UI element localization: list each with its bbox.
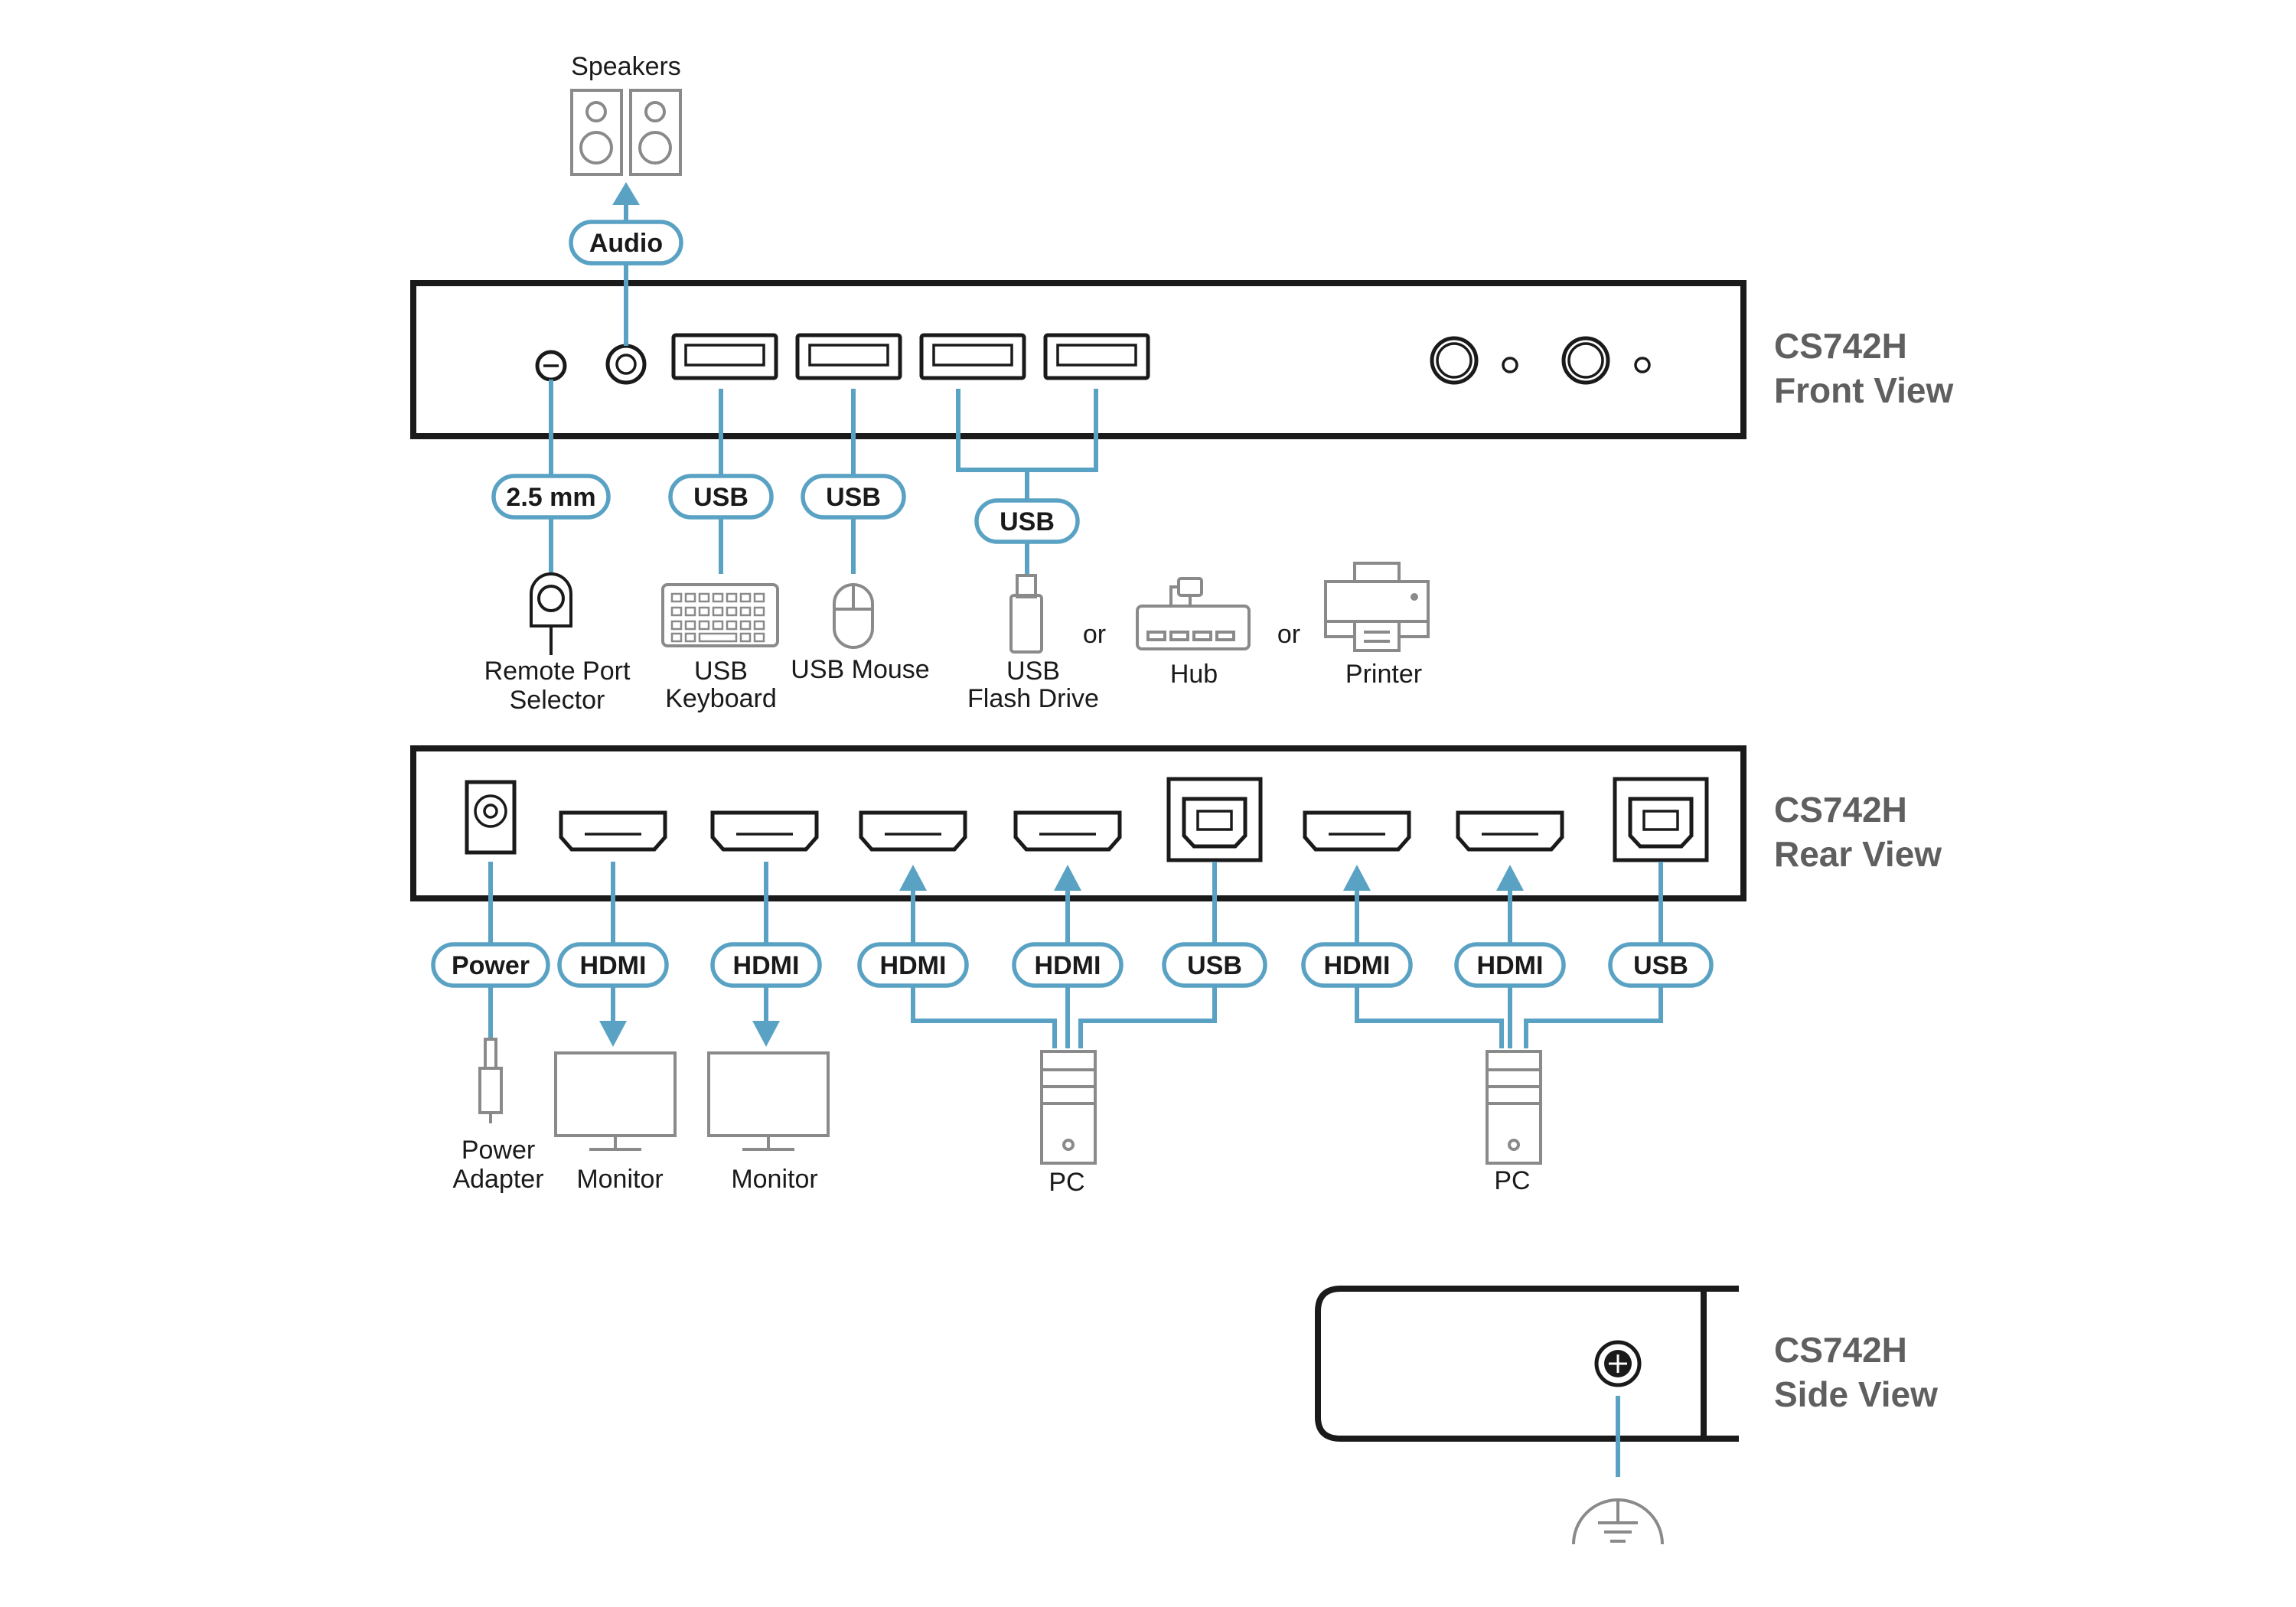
pc1-usb-label: USB xyxy=(1187,951,1242,980)
side-panel-outline xyxy=(1315,1286,1739,1442)
usb-b-port-pc2 xyxy=(1613,777,1709,862)
hdmi-port-pc2-1 xyxy=(1303,810,1411,852)
storage-cable-label: USB xyxy=(1000,507,1055,536)
front-view-title: CS742H xyxy=(1774,326,1907,366)
or-label-2: or xyxy=(1277,620,1300,649)
remote-port-selector-icon xyxy=(530,572,572,655)
flash-drive-label-line2: Flash Drive xyxy=(967,684,1099,713)
monitor-2-icon xyxy=(707,1051,830,1151)
pc1-hdmi-1-arrow xyxy=(899,865,927,891)
ground-terminal xyxy=(1594,1340,1642,1387)
pc2-hdmi-1-label: HDMI xyxy=(1324,951,1391,980)
pc-1-icon xyxy=(1040,1050,1097,1165)
hub-icon xyxy=(1136,577,1251,650)
pc1-hdmi-1-label: HDMI xyxy=(880,951,947,980)
front-view: CS742H Front View Audio Speakers 2.5 mm … xyxy=(410,52,1954,715)
printer-label: Printer xyxy=(1345,660,1422,689)
front-panel-outline xyxy=(410,280,1746,439)
pc2-hdmi-2-label: HDMI xyxy=(1477,951,1544,980)
pc2-usb-cable xyxy=(1524,862,1663,1048)
keyboard-cable-label: USB xyxy=(693,483,748,512)
power-adapter-icon xyxy=(478,1038,503,1123)
pc1-usb-cable xyxy=(1078,862,1217,1048)
side-view-title: CS742H xyxy=(1774,1330,1907,1370)
monitor-1-icon xyxy=(554,1051,677,1151)
mouse-icon xyxy=(833,583,874,649)
speakers-icon xyxy=(570,89,682,176)
storage-cable-merge xyxy=(956,389,1098,472)
usb-port-peripheral-2 xyxy=(1043,333,1150,380)
port-select-button-2 xyxy=(1561,336,1610,385)
power-jack xyxy=(465,780,517,855)
monitor-2-arrow xyxy=(752,1021,780,1047)
monitor-1-arrow xyxy=(599,1021,627,1047)
monitor-1-cable-label: HDMI xyxy=(580,951,647,980)
port-led-1 xyxy=(1502,357,1518,373)
mouse-label: USB Mouse xyxy=(791,655,929,684)
power-adapter-label-line2: Adapter xyxy=(452,1165,543,1194)
port-select-button-1 xyxy=(1430,336,1479,385)
hub-label: Hub xyxy=(1170,660,1218,689)
rear-panel-outline xyxy=(410,745,1746,901)
power-adapter-label-line1: Power xyxy=(461,1136,535,1165)
pc2-usb-label: USB xyxy=(1633,951,1688,980)
port-led-2 xyxy=(1634,357,1651,373)
usb-port-keyboard xyxy=(671,333,778,380)
pc1-hdmi-2-arrow xyxy=(1054,865,1081,891)
speakers-label: Speakers xyxy=(571,52,681,81)
usb-port-peripheral-1 xyxy=(919,333,1026,380)
audio-cable-label: Audio xyxy=(589,229,663,258)
audio-arrow xyxy=(612,182,640,205)
hdmi-ports xyxy=(559,810,1564,852)
flash-drive-icon xyxy=(1009,574,1043,654)
keyboard-icon xyxy=(661,583,779,647)
rear-view-subtitle: Rear View xyxy=(1774,834,1942,874)
front-view-subtitle: Front View xyxy=(1774,370,1954,410)
hdmi-port-pc1-2 xyxy=(1013,810,1122,852)
hdmi-port-monitor-1 xyxy=(559,810,667,852)
side-view-subtitle: Side View xyxy=(1774,1374,1938,1414)
remote-label-line2: Selector xyxy=(510,686,605,715)
pc-1-label: PC xyxy=(1049,1168,1084,1197)
ground-icon xyxy=(1572,1498,1664,1545)
monitor-2-cable-label: HDMI xyxy=(733,951,800,980)
rear-view: CS742H Rear View Power Power Adapter HDM… xyxy=(410,745,1942,1197)
pc-2-label: PC xyxy=(1494,1166,1530,1195)
hdmi-port-pc2-2 xyxy=(1456,810,1564,852)
monitor-1-label: Monitor xyxy=(576,1165,663,1194)
remote-port-jack xyxy=(535,350,567,382)
flash-drive-label-line1: USB xyxy=(1006,657,1060,686)
monitor-2-label: Monitor xyxy=(731,1165,817,1194)
remote-label-line1: Remote Port xyxy=(484,657,631,686)
keyboard-label-line1: USB xyxy=(694,657,748,686)
audio-jack xyxy=(605,344,647,385)
printer-icon xyxy=(1324,562,1430,652)
pc2-hdmi-2-arrow xyxy=(1496,865,1524,891)
usb-b-port-pc1 xyxy=(1166,777,1263,862)
or-label-1: or xyxy=(1083,620,1106,649)
power-cable-label: Power xyxy=(452,951,530,980)
pc1-hdmi-2-label: HDMI xyxy=(1035,951,1101,980)
pc2-hdmi-1-arrow xyxy=(1343,865,1371,891)
remote-cable-label: 2.5 mm xyxy=(506,483,595,512)
rear-view-title: CS742H xyxy=(1774,790,1907,830)
keyboard-label-line2: Keyboard xyxy=(665,684,777,713)
mouse-cable-label: USB xyxy=(826,483,881,512)
side-view: CS742H Side View xyxy=(1315,1286,1938,1545)
pc-2-icon xyxy=(1486,1050,1542,1165)
hdmi-port-monitor-2 xyxy=(710,810,819,852)
hdmi-port-pc1-1 xyxy=(859,810,967,852)
usb-port-mouse xyxy=(795,333,902,380)
